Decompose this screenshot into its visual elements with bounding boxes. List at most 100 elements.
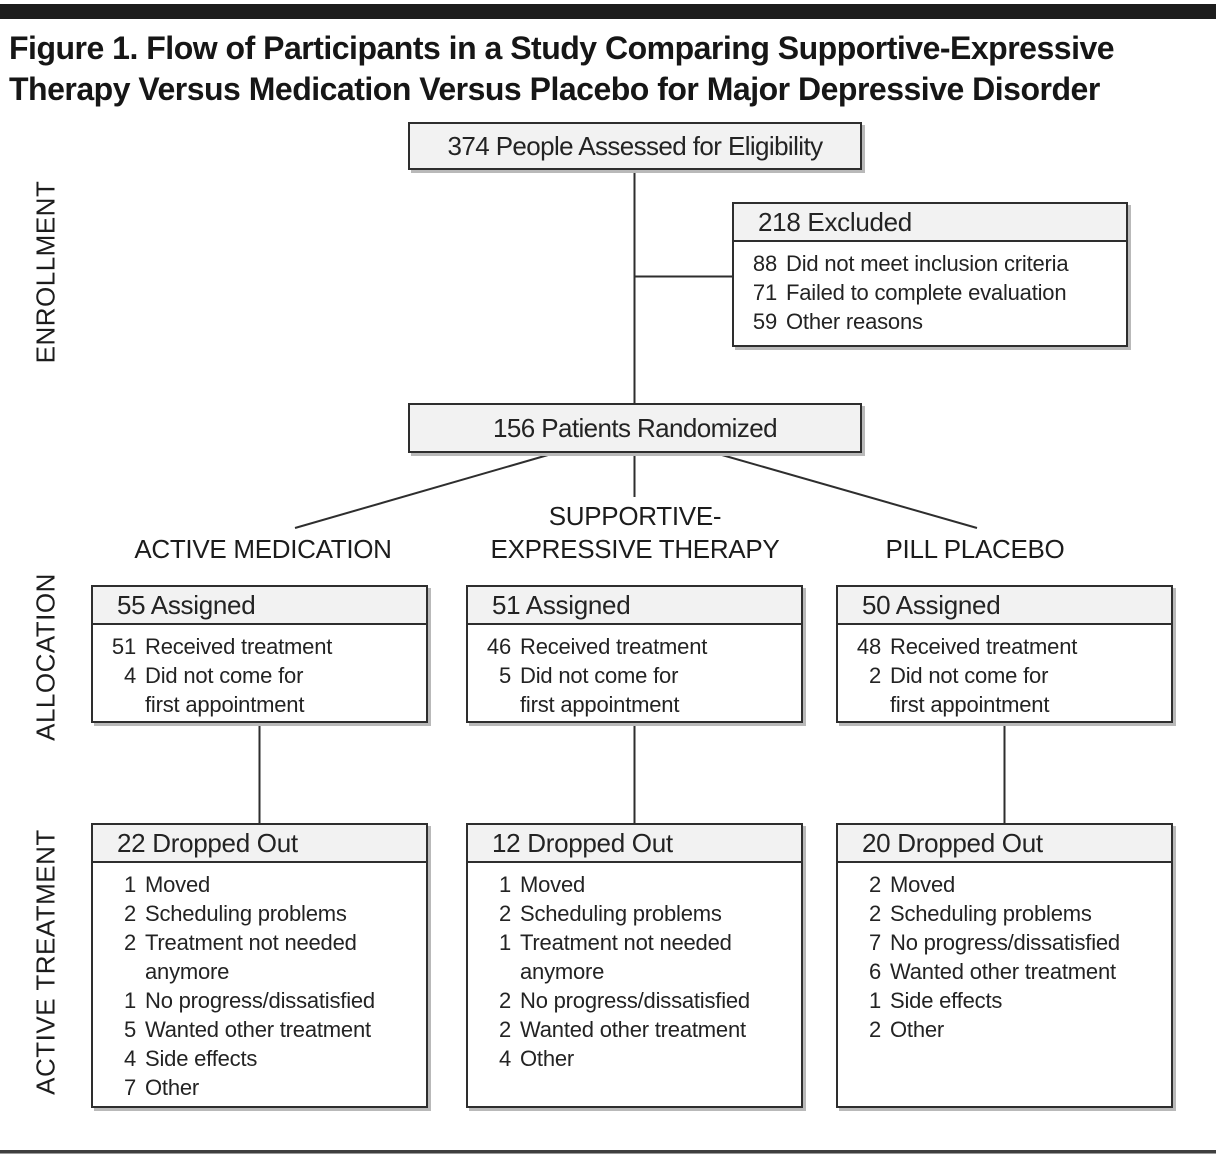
assigned-list: 51 Received treatment 4 Did not come for… (93, 625, 426, 719)
reason-count: 5 (123, 1017, 136, 1042)
reason-count: 4 (498, 1046, 511, 1071)
reason-label: Received treatment (145, 632, 421, 661)
top-rule-bar (0, 4, 1216, 19)
reason-count: 1 (123, 872, 136, 897)
reason-count: 1 (498, 872, 511, 897)
reason-count: 2 (498, 1017, 511, 1042)
reason-row: 2 No progress/dissatisfied (481, 986, 796, 1015)
dropout-list: 2 Moved 2 Scheduling problems 7 No progr… (838, 863, 1171, 1044)
dropout-box-header: 22 Dropped Out (93, 825, 426, 863)
reason-label: No progress/dissatisfied (520, 986, 796, 1015)
reason-label: Moved (890, 870, 1166, 899)
reason-row: 51 Received treatment (106, 632, 421, 661)
dropout-box-therapy: 12 Dropped Out 1 Moved 2 Scheduling prob… (466, 823, 803, 1108)
reason-label: Wanted other treatment (145, 1015, 421, 1044)
reason-label: Other (890, 1015, 1166, 1044)
reason-label-line1: Moved (520, 872, 586, 897)
reason-row: 5 Did not come for first appointment (481, 661, 796, 719)
reason-label-line1: Side effects (890, 988, 1003, 1013)
reason-row: 2 Wanted other treatment (481, 1015, 796, 1044)
reason-count: 48 (856, 634, 881, 659)
dropout-list: 1 Moved 2 Scheduling problems 1 Treatmen… (468, 863, 801, 1073)
dropout-box-header: 20 Dropped Out (838, 825, 1171, 863)
reason-label-line1: No progress/dissatisfied (890, 930, 1120, 955)
reason-count: 1 (123, 988, 136, 1013)
reason-count: 6 (868, 959, 881, 984)
reason-row: 2 Scheduling problems (481, 899, 796, 928)
assigned-box-therapy: 51 Assigned 46 Received treatment 5 Did … (466, 585, 803, 723)
reason-row: 5 Wanted other treatment (106, 1015, 421, 1044)
reason-row: 4 Did not come for first appointment (106, 661, 421, 719)
reason-count: 71 (752, 280, 777, 305)
reason-row: 88 Did not meet inclusion criteria (747, 249, 1121, 278)
reason-label: Other reasons (786, 309, 923, 334)
reason-label: Wanted other treatment (520, 1015, 796, 1044)
line-randomized-to-medication (294, 454, 549, 529)
reason-count: 4 (123, 663, 136, 688)
reason-row: 7 No progress/dissatisfied (851, 928, 1166, 957)
reason-label: Did not come for first appointment (520, 661, 796, 719)
assigned-list: 48 Received treatment 2 Did not come for… (838, 625, 1171, 719)
reason-row: 46 Received treatment (481, 632, 796, 661)
reason-label-line2: first appointment (145, 692, 305, 717)
assigned-box-header: 50 Assigned (838, 587, 1171, 625)
reason-count: 7 (123, 1075, 136, 1100)
dropout-list: 1 Moved 2 Scheduling problems 2 Treatmen… (93, 863, 426, 1102)
reason-row: 2 Scheduling problems (106, 899, 421, 928)
reason-label: Scheduling problems (145, 899, 421, 928)
reason-row: 4 Other (481, 1044, 796, 1073)
arm-label-line2: EXPRESSIVE THERAPY (490, 534, 780, 564)
reason-label-line1: Moved (145, 872, 211, 897)
reason-count: 2 (868, 1017, 881, 1042)
section-label-active-treatment: ACTIVE TREATMENT (30, 829, 61, 1095)
reason-label-line1: Wanted other treatment (520, 1017, 746, 1042)
reason-label-line1: Scheduling problems (890, 901, 1092, 926)
reason-count: 5 (498, 663, 511, 688)
reason-label-line1: Received treatment (520, 634, 708, 659)
reason-count: 1 (868, 988, 881, 1013)
reason-label-line1: Wanted other treatment (890, 959, 1116, 984)
arm-label-pill-placebo: PILL PLACEBO (805, 494, 1145, 566)
assigned-box-header: 55 Assigned (93, 587, 426, 625)
dropout-box-placebo: 20 Dropped Out 2 Moved 2 Scheduling prob… (836, 823, 1173, 1108)
reason-label-line1: Other (520, 1046, 575, 1071)
reason-label-line2: anymore (520, 959, 605, 984)
reason-label: Side effects (890, 986, 1166, 1015)
reason-label: No progress/dissatisfied (890, 928, 1166, 957)
reason-row: 59 Other reasons (747, 307, 1121, 336)
reason-row: 2 Moved (851, 870, 1166, 899)
reason-row: 1 No progress/dissatisfied (106, 986, 421, 1015)
reason-count: 59 (752, 309, 777, 334)
arm-label-supportive-expressive-therapy: SUPPORTIVE- EXPRESSIVE THERAPY (465, 494, 805, 566)
reason-label-line1: Did not come for (520, 663, 679, 688)
reason-label-line1: Received treatment (145, 634, 333, 659)
reason-label: Moved (145, 870, 421, 899)
figure-title-line1: Figure 1. Flow of Participants in a Stud… (9, 30, 1115, 66)
reason-label-line1: Moved (890, 872, 956, 897)
reason-label-line1: Scheduling problems (520, 901, 722, 926)
reason-label-line2: first appointment (890, 692, 1050, 717)
reason-label-line1: Other (890, 1017, 945, 1042)
reason-label: Side effects (145, 1044, 421, 1073)
reason-label: Did not meet inclusion criteria (786, 251, 1069, 276)
arm-label-line1: SUPPORTIVE- (548, 501, 722, 531)
reason-label: Did not come for first appointment (145, 661, 421, 719)
reason-count: 2 (868, 663, 881, 688)
reason-label: Other (145, 1073, 421, 1102)
reason-label-line1: Did not come for (145, 663, 304, 688)
dropout-box-header: 12 Dropped Out (468, 825, 801, 863)
reason-label-line1: Treatment not needed (145, 930, 357, 955)
reason-count: 2 (498, 901, 511, 926)
reason-row: 1 Moved (481, 870, 796, 899)
reason-row: 2 Other (851, 1015, 1166, 1044)
reason-row: 71 Failed to complete evaluation (747, 278, 1121, 307)
reason-count: 1 (498, 930, 511, 955)
reason-label-line2: first appointment (520, 692, 680, 717)
figure-title: Figure 1. Flow of Participants in a Stud… (9, 28, 1209, 110)
section-label-enrollment: ENROLLMENT (30, 180, 61, 364)
reason-row: 6 Wanted other treatment (851, 957, 1166, 986)
reason-row: 48 Received treatment (851, 632, 1166, 661)
reason-label-line2: anymore (145, 959, 230, 984)
